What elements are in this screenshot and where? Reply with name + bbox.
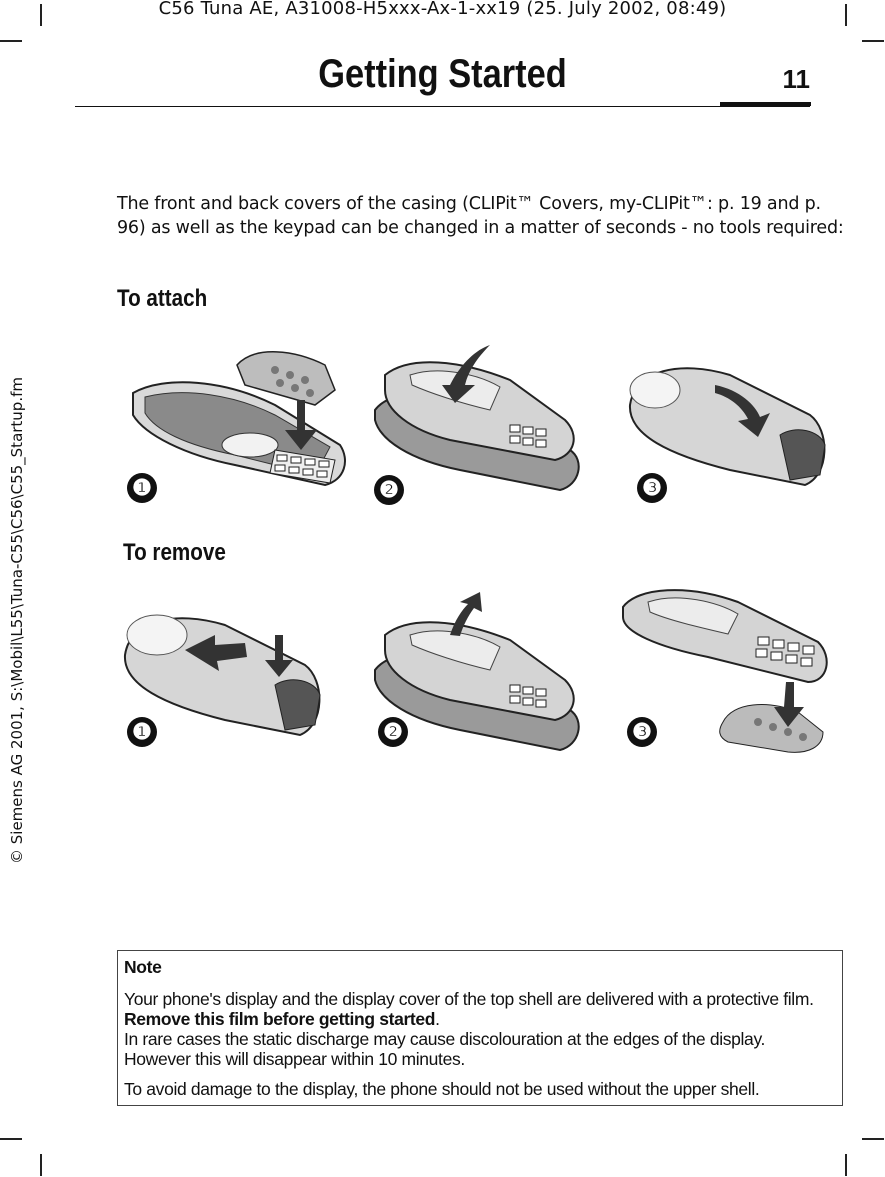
crop-mark [0, 1138, 22, 1140]
remove-step-1-illustration [123, 614, 321, 737]
intro-paragraph: The front and back covers of the casing … [117, 194, 844, 238]
remove-step-3-illustration [622, 589, 828, 753]
page-title: Getting Started [318, 52, 567, 96]
crop-mark [862, 1138, 884, 1140]
attach-step-3-badge: ❸ [637, 473, 667, 503]
attach-heading: To attach [117, 285, 208, 312]
note-line-1: Your phone's display and the display cov… [124, 989, 814, 1009]
remove-step-1-badge: ❶ [127, 717, 157, 747]
page-number-rule [720, 102, 811, 106]
attach-step-2-badge: ❷ [374, 475, 404, 505]
remove-step-2-illustration [374, 592, 580, 752]
note-title: Note [124, 957, 162, 977]
crop-mark [845, 4, 847, 26]
note-line-2: In rare cases the static discharge may c… [124, 1029, 766, 1069]
copyright-sidebar: © Siemens AG 2001, S:\Mobil\L55\Tuna-C55… [8, 377, 26, 864]
attach-step-1-illustration [132, 351, 346, 487]
attach-step-2-illustration [374, 345, 580, 492]
page-number: 11 [782, 64, 811, 94]
note-paragraph-1: Your phone's display and the display cov… [124, 989, 836, 1069]
crop-mark [845, 1154, 847, 1176]
attach-step-1-badge: ❶ [127, 473, 157, 503]
note-line-3: To avoid damage to the display, the phon… [124, 1079, 760, 1099]
note-line-1-end: . [435, 1009, 440, 1029]
document-header: C56 Tuna AE, A31008-H5xxx-Ax-1-xx19 (25.… [158, 0, 727, 19]
remove-heading: To remove [123, 539, 226, 566]
crop-mark [862, 40, 884, 42]
header-rule [75, 106, 810, 107]
crop-mark [40, 4, 42, 26]
remove-step-3-badge: ❸ [627, 717, 657, 747]
note-box: Note Your phone's display and the displa… [117, 950, 843, 1106]
remove-step-2-badge: ❷ [378, 717, 408, 747]
crop-mark [40, 1154, 42, 1176]
crop-mark [0, 40, 22, 42]
attach-step-3-illustration [628, 367, 826, 487]
note-line-1-bold: Remove this film before getting started [124, 1009, 436, 1029]
